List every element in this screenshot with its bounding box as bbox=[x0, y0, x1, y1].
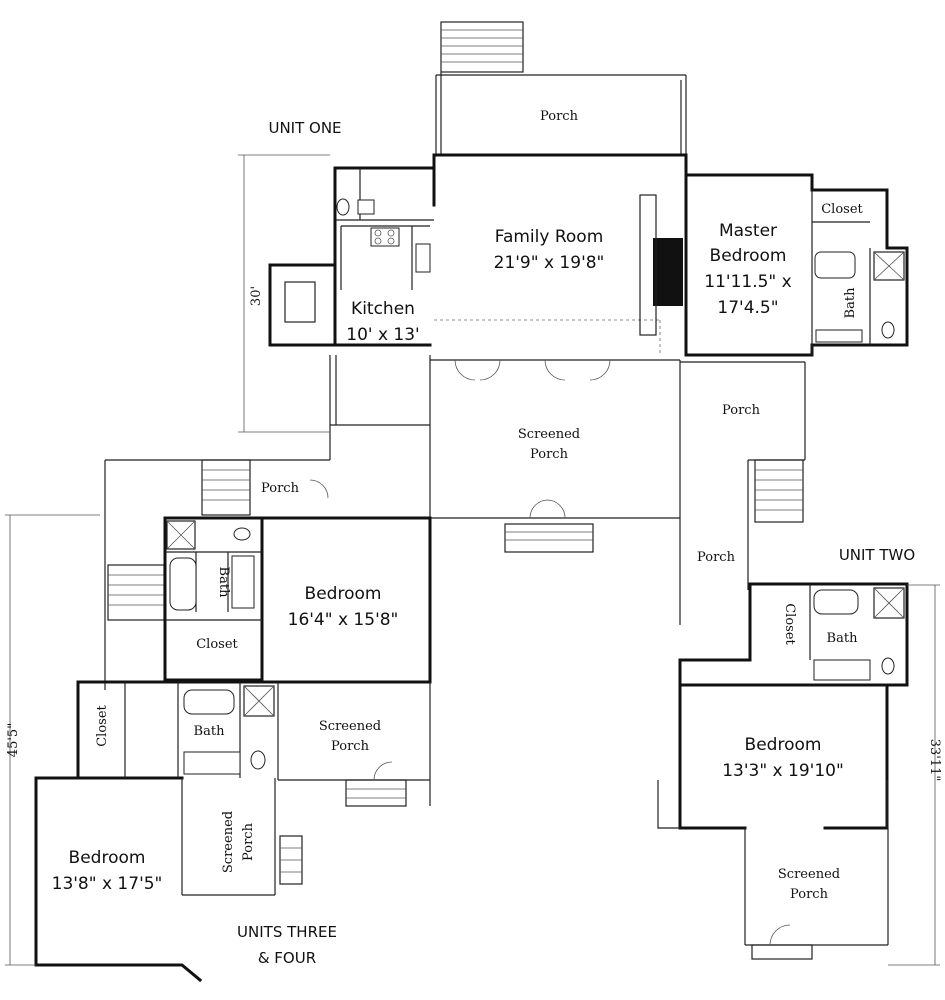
family-room-dim: 21'9" x 19'8" bbox=[494, 253, 605, 273]
unit-two-walls bbox=[657, 582, 909, 960]
screened-porch-mid-label-2: Porch bbox=[331, 739, 370, 754]
porch-left-label: Porch bbox=[261, 481, 300, 496]
top-porch-area bbox=[435, 21, 687, 155]
master-bedroom-dim-1: 11'11.5" x bbox=[704, 272, 791, 292]
screened-porch-mid-label-1: Screened bbox=[319, 719, 381, 734]
dimension-unit-one: 30' bbox=[249, 286, 264, 306]
bedroom-lower-left-label: Bedroom bbox=[69, 848, 146, 868]
bath-unit-two-label: Bath bbox=[827, 631, 859, 646]
screened-porch-center-outline bbox=[104, 355, 806, 690]
bath-lower-left-label: Bath bbox=[194, 724, 226, 739]
porch-top-label: Porch bbox=[540, 109, 579, 124]
master-bedroom-label-1: Master bbox=[719, 221, 777, 241]
bath-center-label: Bath bbox=[216, 567, 231, 599]
family-room-label: Family Room bbox=[495, 227, 604, 247]
master-bath-label: Bath bbox=[843, 287, 858, 319]
screened-porch-center-label-2: Porch bbox=[530, 447, 569, 462]
screened-porch-lower-label-1: Screened bbox=[221, 811, 236, 873]
screened-porch-lower-label-2: Porch bbox=[241, 822, 256, 861]
dimension-unit-two: 33'11" bbox=[927, 739, 942, 782]
master-closet-label: Closet bbox=[821, 202, 863, 217]
bedroom-unit-two-dim: 13'3" x 19'10" bbox=[722, 761, 844, 781]
bedroom-center-label: Bedroom bbox=[305, 584, 382, 604]
closet-center-label: Closet bbox=[196, 637, 238, 652]
dimension-lines bbox=[5, 154, 940, 966]
dimension-units-three-four: 45'5" bbox=[6, 723, 21, 757]
master-bedroom-label-2: Bedroom bbox=[710, 246, 787, 266]
porch-unit-two-label: Porch bbox=[697, 550, 736, 565]
center-bedroom-walls bbox=[163, 516, 432, 684]
screened-porch-center-label-1: Screened bbox=[518, 427, 580, 442]
kitchen-dim: 10' x 13' bbox=[346, 325, 419, 345]
bedroom-unit-two-label: Bedroom bbox=[745, 735, 822, 755]
unit-one-label: UNIT ONE bbox=[268, 119, 341, 137]
units-three-four-walls bbox=[34, 680, 431, 983]
units-three-four-label-2: & FOUR bbox=[258, 949, 316, 967]
kitchen-label: Kitchen bbox=[351, 299, 415, 319]
screened-porch-unit-two-label-1: Screened bbox=[778, 867, 840, 882]
porch-right-label: Porch bbox=[722, 403, 761, 418]
screened-porch-unit-two-label-2: Porch bbox=[790, 887, 829, 902]
master-bedroom-dim-2: 17'4.5" bbox=[717, 298, 778, 318]
unit-two-label: UNIT TWO bbox=[839, 546, 915, 564]
bedroom-center-dim: 16'4" x 15'8" bbox=[288, 610, 399, 630]
unit-one-walls bbox=[268, 153, 909, 357]
closet-lower-left-label: Closet bbox=[95, 704, 110, 746]
units-three-four-label-1: UNITS THREE bbox=[237, 923, 337, 941]
closet-unit-two-label: Closet bbox=[782, 603, 797, 645]
bedroom-lower-left-dim: 13'8" x 17'5" bbox=[52, 874, 163, 894]
